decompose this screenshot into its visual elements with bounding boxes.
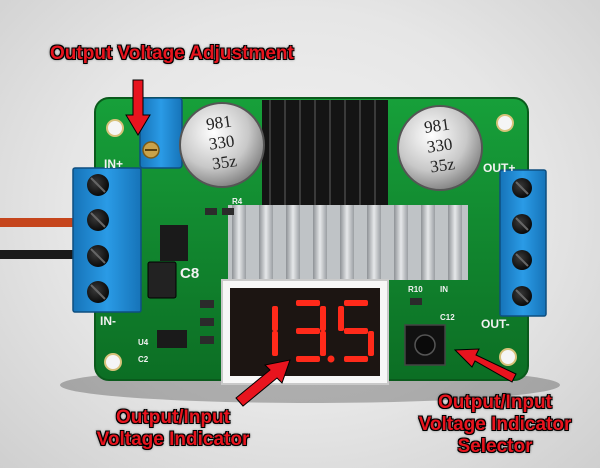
annotation-selector-line3: Selector <box>457 436 533 457</box>
annotation-selector: Output/Input Voltage Indicator Selector <box>395 392 595 458</box>
digit-1-decimal-point <box>327 355 335 363</box>
output-terminal[interactable] <box>499 169 547 317</box>
digit-1-segment-d <box>296 356 320 362</box>
label-c2: C2 <box>138 355 149 364</box>
heatsink-aluminium <box>228 205 468 280</box>
cap-label-2: 330 <box>208 131 236 153</box>
digit-1-segment-a <box>296 300 320 306</box>
annotation-arrows <box>125 79 517 407</box>
cap-label-3: 35z <box>211 151 238 173</box>
digit-1-segment-g <box>296 328 320 334</box>
arrow-selector <box>453 348 517 383</box>
ic-chip <box>160 225 188 261</box>
annotation-selector-line1: Output/Input <box>438 392 552 413</box>
label-r10: R10 <box>408 285 423 294</box>
digit-1-segment-c <box>320 331 326 356</box>
digit-1-segment-b <box>320 306 326 331</box>
label-out-plus: OUT+ <box>483 161 515 175</box>
cap-label-1: 981 <box>423 115 451 137</box>
arrow-adjustment <box>125 79 151 136</box>
inductor <box>147 261 177 299</box>
cap-label-1: 981 <box>205 112 233 134</box>
label-u4: U4 <box>138 338 149 347</box>
label-in-plus: IN+ <box>104 157 123 171</box>
selector-button[interactable] <box>404 324 446 366</box>
label-c12: C12 <box>440 313 455 322</box>
digit-2-segment-g <box>344 328 368 334</box>
arrow-indicator <box>235 359 291 407</box>
annotation-selector-line2: Voltage Indicator <box>418 414 572 435</box>
heatsink-black <box>262 100 388 210</box>
mounting-holes <box>104 114 517 371</box>
label-out-minus: OUT- <box>481 317 510 331</box>
red-wire <box>0 218 85 227</box>
black-wire <box>0 250 85 259</box>
capacitor-right: 981 330 35z <box>397 105 483 191</box>
label-in-minus: IN- <box>100 314 116 328</box>
annotation-adjustment: Output Voltage Adjustment <box>50 43 294 64</box>
capacitor-left: 981 330 35z <box>179 102 265 188</box>
potentiometer[interactable] <box>139 97 183 169</box>
digit-0-segment-b <box>272 306 278 331</box>
label-c8: C8 <box>180 265 199 282</box>
smd-components <box>200 208 422 344</box>
digit-2-segment-c <box>368 331 374 356</box>
input-terminal[interactable] <box>72 167 142 313</box>
cap-label-3: 35z <box>429 154 456 176</box>
display-digits <box>272 300 374 363</box>
annotation-indicator-line1: Output/Input <box>116 407 230 428</box>
annotation-indicator: Output/Input Voltage Indicator <box>58 407 288 451</box>
digit-2-segment-d <box>344 356 368 362</box>
cap-label-2: 330 <box>426 134 454 156</box>
digit-2-segment-a <box>344 300 368 306</box>
small-ic <box>157 330 187 348</box>
annotation-indicator-line2: Voltage Indicator <box>96 429 250 450</box>
digit-2-segment-f <box>338 306 344 331</box>
label-in-small: IN <box>440 285 448 294</box>
digit-0-segment-c <box>272 331 278 356</box>
label-r4: R4 <box>232 197 243 206</box>
